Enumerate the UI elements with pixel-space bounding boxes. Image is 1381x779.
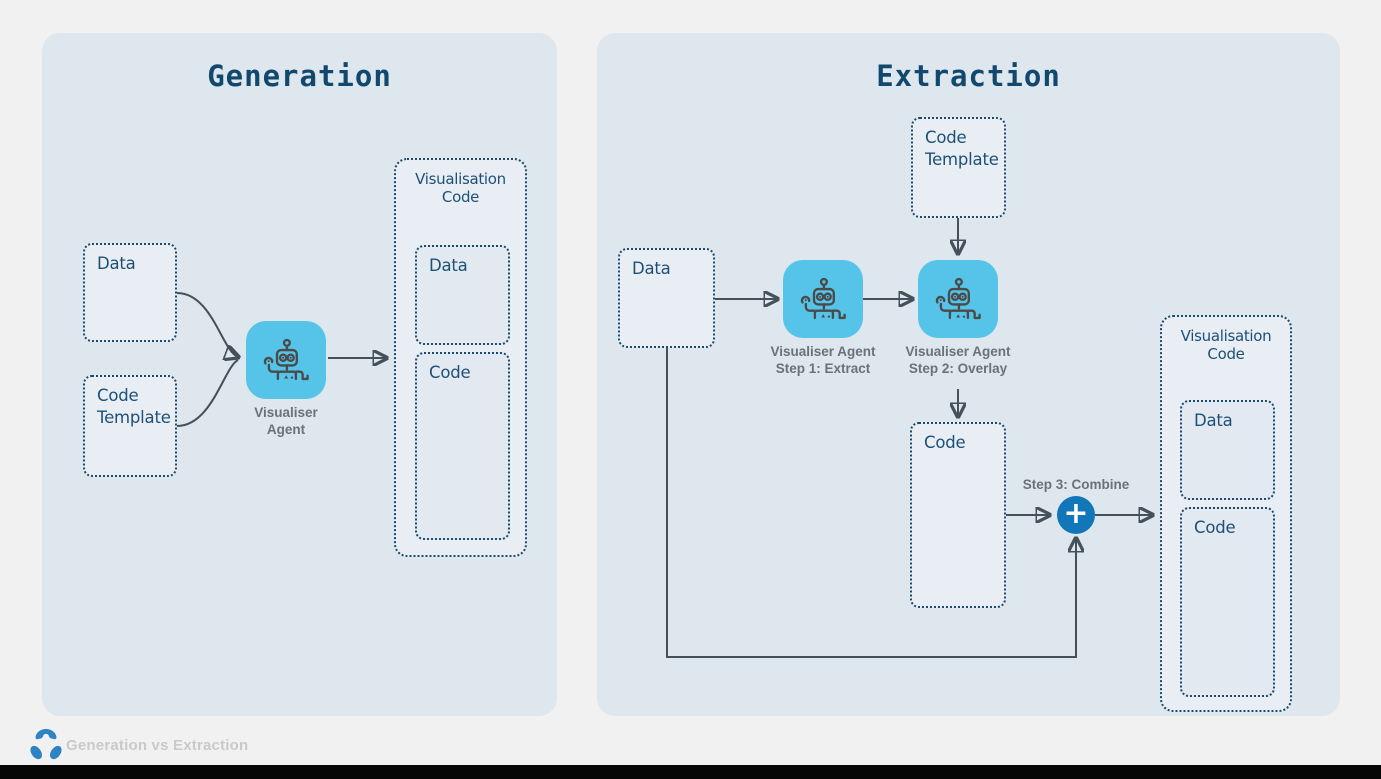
gen-output-code-label: Code: [429, 363, 471, 382]
ext-code-template-line1: Code: [925, 128, 967, 147]
ext-agent1-label-line2: Step 1: Extract: [775, 361, 871, 376]
ext-agent1-label-line1: Visualiser Agent: [770, 344, 876, 359]
gen-visualiser-agent-node: [246, 321, 326, 399]
ext-combine-label: Step 3: Combine: [1022, 477, 1130, 492]
ext-agent-step2-node: [918, 260, 998, 338]
ext-agent-step1-node: [783, 260, 863, 338]
ext-agent2-label-line1: Visualiser Agent: [905, 344, 1011, 359]
footer-title: Generation vs Extraction: [66, 737, 249, 754]
gen-code-template-line1: Code: [97, 386, 139, 405]
ext-agent2-label-line2: Step 2: Overlay: [908, 361, 1008, 376]
ext-data-label: Data: [632, 259, 671, 278]
ext-output-data-box: Data: [1180, 400, 1275, 500]
ext-code-template-line2: Template: [925, 149, 999, 169]
gen-visualisation-code-group: Visualisation Code Data Code: [394, 158, 527, 557]
gen-data-box: Data: [83, 243, 177, 342]
gen-code-template-box: Code Template: [83, 375, 177, 477]
gen-output-data-label: Data: [429, 256, 468, 275]
gen-code-template-line2: Template: [97, 407, 171, 427]
bottom-black-bar: [0, 765, 1381, 779]
ext-code-box: Code: [910, 422, 1006, 608]
ext-output-code-label: Code: [1194, 518, 1236, 537]
gen-output-code-box: Code: [415, 352, 510, 540]
robot-icon: [800, 277, 846, 320]
gen-output-data-box: Data: [415, 245, 510, 345]
ext-visualisation-code-heading: Visualisation Code: [1180, 327, 1272, 363]
ext-visualisation-code-group: Visualisation Code Data Code: [1160, 315, 1292, 712]
ext-code-label: Code: [924, 433, 966, 452]
ext-code-template-box: Code Template: [911, 117, 1006, 218]
plus-icon: +: [1063, 495, 1089, 531]
arrow-data-to-agent: [176, 292, 238, 357]
gen-data-label: Data: [97, 254, 136, 273]
extraction-title: Extraction: [876, 59, 1061, 93]
gen-agent-label-line2: Agent: [266, 422, 306, 437]
extraction-panel: Extraction Code Template Data: [597, 33, 1340, 716]
ext-data-box: Data: [618, 248, 715, 348]
brand-logo-icon: [30, 729, 62, 760]
ext-output-data-label: Data: [1194, 411, 1233, 430]
generation-title: Generation: [207, 59, 392, 93]
ext-output-code-box: Code: [1180, 507, 1275, 697]
combine-node: +: [1057, 496, 1095, 534]
robot-icon: [263, 338, 309, 381]
gen-visualisation-code-heading: Visualisation Code: [415, 170, 506, 206]
gen-agent-label-line1: Visualiser: [254, 405, 318, 420]
arrow-data-to-combine-feedback: [666, 348, 1076, 658]
robot-icon: [935, 277, 981, 320]
generation-panel: Generation Data Code Template Visualis: [42, 33, 557, 716]
